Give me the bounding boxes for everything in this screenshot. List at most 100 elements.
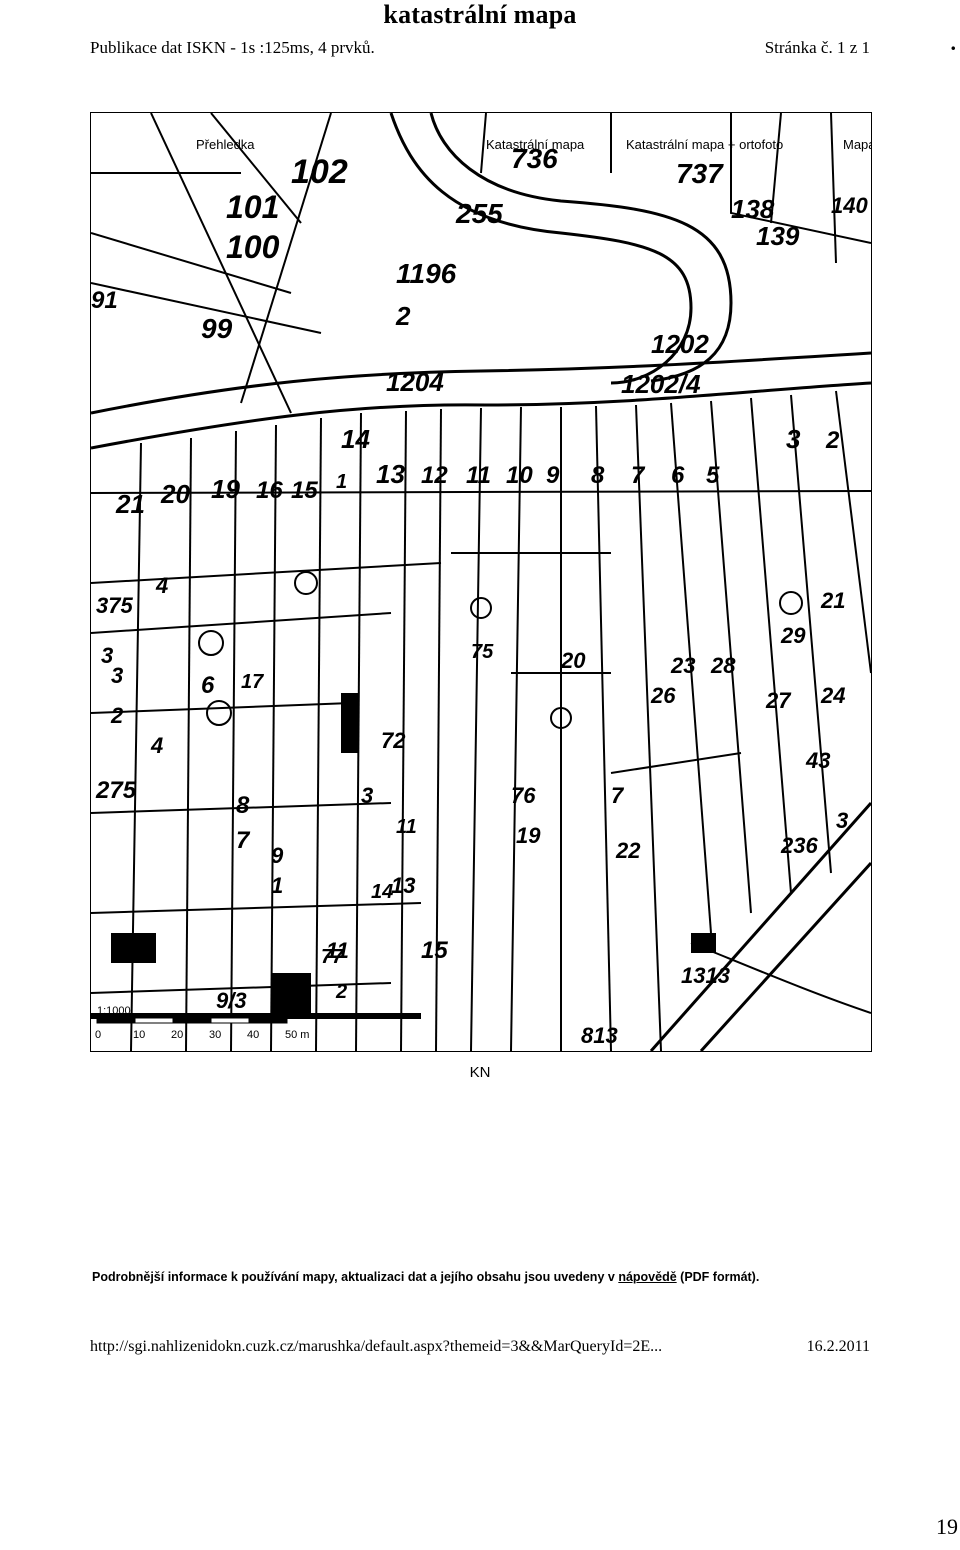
scale-ratio: 1:1000	[97, 1005, 131, 1017]
parcel-number: 102	[291, 153, 348, 191]
parcel-number: 140	[831, 193, 868, 218]
parcel-number: 21	[820, 588, 845, 613]
parcel-number: 11	[326, 938, 349, 963]
parcel-number: 2	[825, 427, 840, 454]
parcel-number: 1313	[681, 963, 730, 988]
parcel-number: 2	[395, 301, 411, 331]
parcel-number: 15	[421, 937, 448, 964]
scale-label: 10	[133, 1029, 145, 1041]
parcel-number: 99	[201, 313, 233, 344]
parcel-number: 100	[226, 229, 280, 265]
scale-label: 20	[171, 1029, 183, 1041]
parcel-number: 4	[155, 573, 168, 598]
parcel-number: 3	[786, 424, 801, 454]
parcel-number: 9	[546, 462, 560, 489]
parcel-number: 736	[511, 143, 558, 174]
parcel-number: 26	[650, 683, 676, 708]
map-canvas[interactable]: Přehledka Katastrální mapa Katastrální map…	[91, 113, 871, 1051]
scale-segment	[134, 1017, 174, 1024]
parcel-number: 7	[631, 462, 646, 489]
parcel-number: 3	[111, 663, 123, 688]
parcel-number: 101	[226, 189, 279, 225]
publication-info: Publikace dat ISKN - 1s :125ms, 4 prvků.	[90, 38, 375, 57]
parcel-number: 3	[836, 808, 848, 833]
parcel-number: 9	[271, 843, 284, 868]
parcel-number: 8	[236, 792, 250, 819]
parcel-number: 28	[710, 653, 736, 678]
map-tab[interactable]: Přehledka	[196, 137, 255, 152]
parcel-number: 12	[421, 462, 448, 489]
parcel-number: 20	[560, 648, 586, 673]
scale-label: 40	[247, 1029, 259, 1041]
info-note-text: Podrobnější informace k používání mapy, …	[92, 1270, 615, 1284]
parcel-number: 24	[820, 683, 845, 708]
parcel-number: 29	[780, 623, 806, 648]
parcel-number: 813	[581, 1023, 618, 1048]
parcel-number: 255	[455, 198, 503, 229]
parcel-number: 27	[765, 688, 792, 713]
parcel-number: 8	[591, 462, 605, 489]
parcel-number: 7	[236, 827, 251, 854]
scale-segment	[172, 1017, 212, 1024]
parcel-number: 139	[756, 221, 800, 251]
parcel-number: 14	[341, 424, 370, 454]
page-title: katastrální mapa	[383, 0, 577, 29]
parcel-number: 3	[361, 783, 373, 808]
parcel-number: 1204	[386, 367, 444, 397]
parcel-number: 5	[706, 462, 720, 489]
parcel-number: 2	[110, 703, 124, 728]
parcel-number: 20	[160, 479, 190, 509]
parcel-number: 9/3	[216, 988, 247, 1013]
parcel-number: 13	[376, 459, 405, 489]
map-tab[interactable]: Mapa	[843, 137, 871, 152]
parcel-number: 1	[271, 873, 283, 898]
kn-label: KN	[469, 1064, 491, 1081]
scale-bar: 0 10 20 30 40 50 m 1:1000	[95, 1005, 309, 1041]
parcel-number: 13	[391, 873, 415, 898]
footer-date: 16.2.2011	[806, 1338, 870, 1355]
scale-segment	[96, 1017, 136, 1024]
parcel-number: 3	[101, 643, 113, 668]
parcel-number: 21	[115, 489, 145, 519]
page-counter: Stránka č. 1 z 1	[764, 38, 870, 57]
parcel-number: 77	[321, 946, 344, 968]
scale-label: 30	[209, 1029, 221, 1041]
parcel-number: 14	[371, 881, 393, 903]
help-link[interactable]: nápovědě	[618, 1270, 677, 1284]
parcel-number: 1	[336, 471, 347, 493]
parcel-number: 19	[516, 823, 541, 848]
scale-label: 50 m	[285, 1029, 309, 1041]
parcel-number: 76	[511, 783, 536, 808]
parcel-number: 275	[95, 777, 137, 804]
parcel-number: 375	[96, 593, 133, 618]
parcel-number: 6	[671, 462, 685, 489]
scale-segment	[210, 1017, 250, 1024]
parcel-number: 72	[381, 728, 406, 753]
map-tab[interactable]: Katastrální mapa + ortofoto	[626, 137, 783, 152]
page-number: 19	[936, 1514, 958, 1539]
parcel-number: 91	[91, 287, 118, 314]
info-note: Podrobnější informace k používání mapy, …	[92, 1270, 759, 1284]
parcel-number: 19	[211, 474, 240, 504]
pdf-link[interactable]: (PDF formát).	[680, 1270, 760, 1284]
parcel-number: 4	[150, 733, 163, 758]
parcel-number: 7	[611, 783, 625, 808]
scale-label: 0	[95, 1029, 101, 1041]
map-tabs: Přehledka Katastrální mapa Katastrální map…	[196, 137, 871, 152]
parcel-number: 16	[256, 477, 283, 504]
parcel-number: 43	[805, 748, 830, 773]
parcel-number: 6	[201, 672, 215, 699]
parcel-number: 11	[396, 816, 417, 838]
parcel-number: 138	[731, 194, 775, 224]
parcel-number: 2	[335, 981, 347, 1003]
parcel-number: 11	[466, 462, 491, 489]
corner-mark: .	[950, 30, 957, 55]
parcel-number: 1202/4	[621, 369, 701, 399]
map-tab[interactable]: Katastrální mapa	[486, 137, 585, 152]
parcel-number: 75	[471, 641, 494, 663]
parcel-number: 23	[670, 653, 695, 678]
parcel-number: 1196	[396, 258, 457, 289]
parcel-number: 1202	[651, 329, 709, 359]
parcel-number: 17	[241, 671, 264, 693]
cadastral-map[interactable]: Přehledka Katastrální mapa Katastrální map…	[90, 112, 872, 1052]
